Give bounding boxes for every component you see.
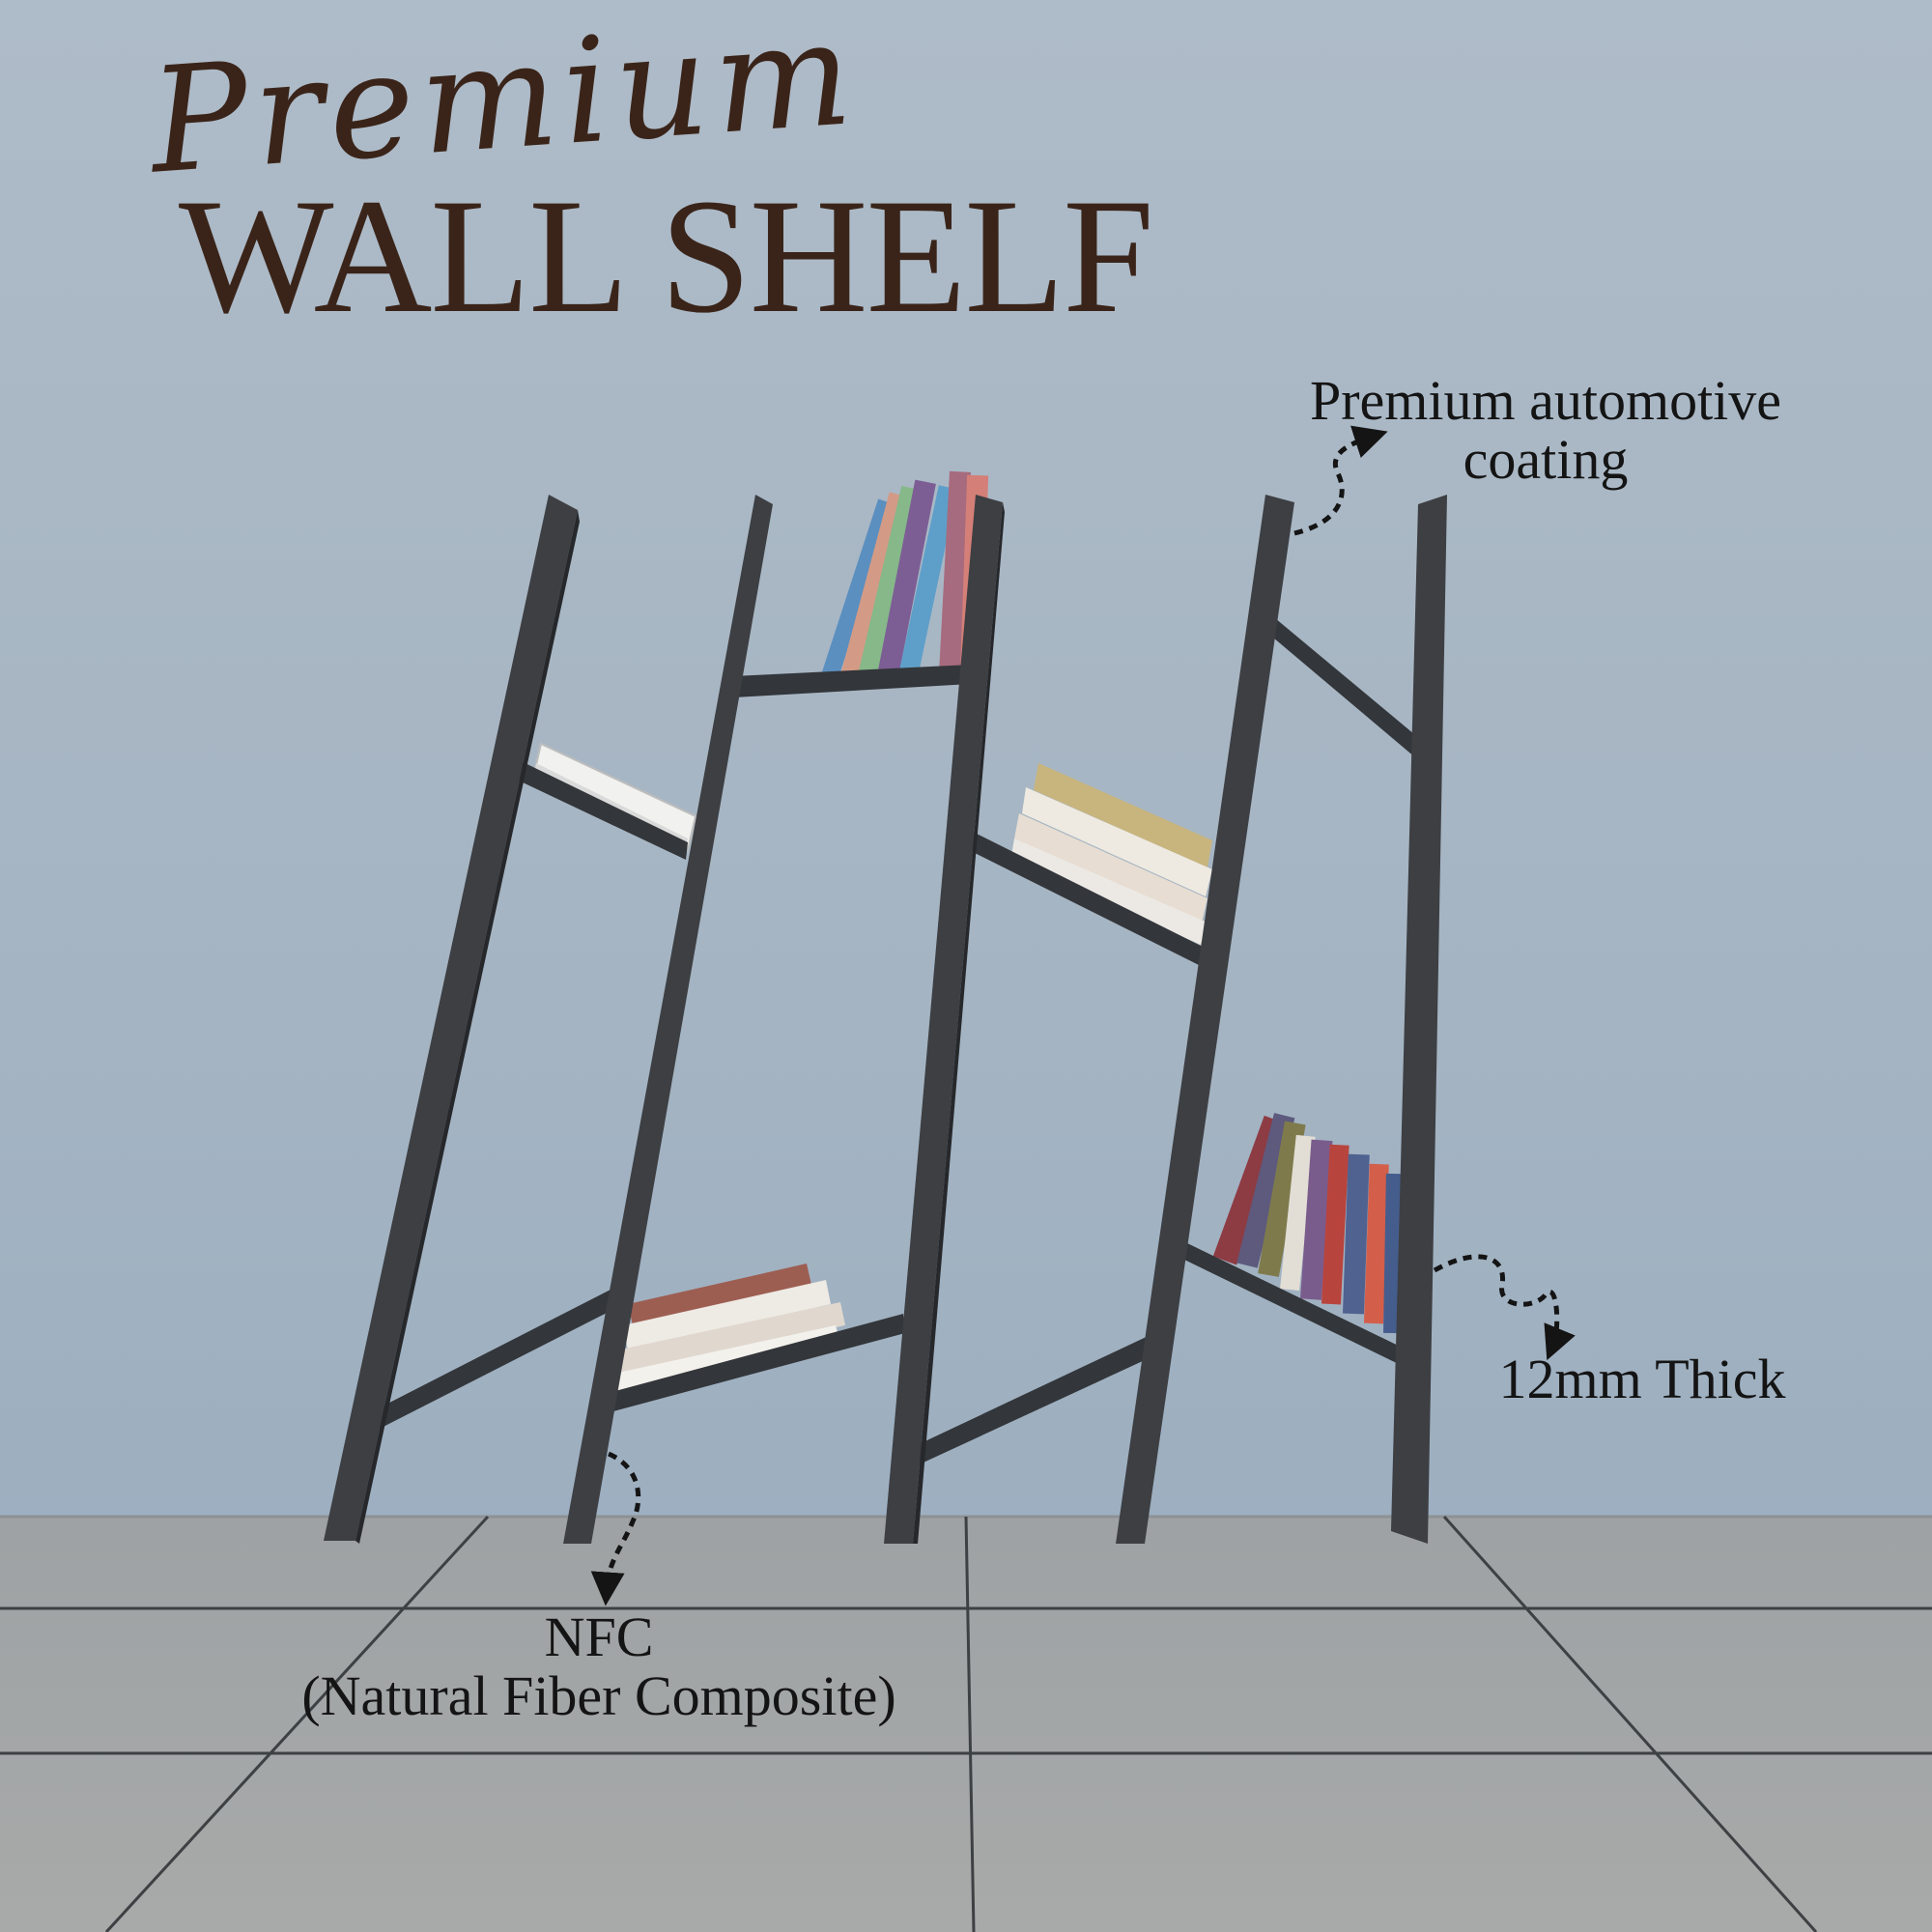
material-arrow [590, 1451, 641, 1606]
books-bottom-left [613, 1264, 845, 1391]
books-right-middle [1010, 763, 1212, 945]
wall-shelf [324, 470, 1447, 1544]
floor-tile-lines [0, 1515, 1932, 1932]
books-bottom-right [1212, 1113, 1423, 1339]
shelf-legs [324, 495, 1447, 1544]
coating-label: Premium automotive coating [1256, 369, 1835, 491]
title-main: WALL SHELF [179, 165, 1154, 347]
shelf-boards [359, 618, 1432, 1473]
coating-label-line1: Premium automotive [1309, 369, 1782, 432]
material-label: NFC (Natural Fiber Composite) [232, 1605, 966, 1727]
thickness-arrow [1433, 1254, 1576, 1361]
books-top [821, 470, 989, 679]
material-label-line1: NFC [544, 1605, 654, 1668]
coating-arrow [1293, 425, 1388, 536]
coating-label-line2: coating [1463, 427, 1629, 491]
thickness-label: 12mm Thick [1498, 1348, 1786, 1410]
material-label-line2: (Natural Fiber Composite) [301, 1663, 896, 1727]
